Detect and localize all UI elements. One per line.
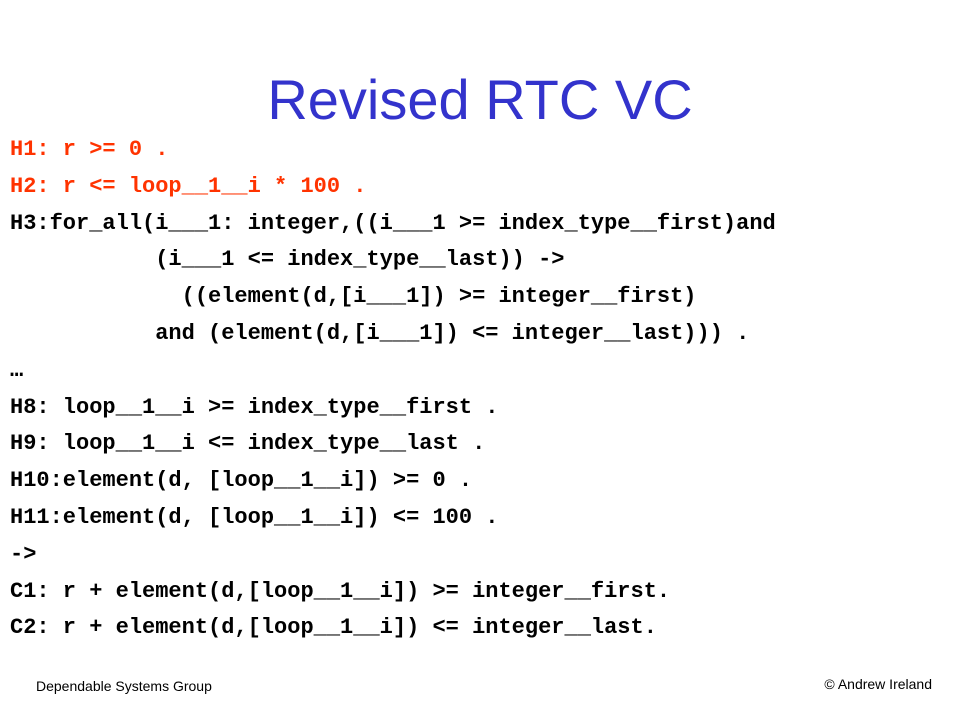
hypothesis-h9: H9: loop__1__i <= index_type__last . (10, 431, 486, 457)
footer-group-name: Dependable Systems Group (36, 678, 212, 694)
hypothesis-h3-line-1: H3:for_all(i___1: integer,((i___1 >= ind… (10, 210, 776, 236)
implies-arrow: -> (10, 541, 37, 567)
hypothesis-h1: H1: r >= 0 . (10, 137, 169, 162)
hypothesis-h3-line-2: (i___1 <= index_type__last)) -> (10, 247, 565, 273)
ellipsis: … (10, 357, 24, 383)
hypothesis-h3-line-4: and (element(d,[i___1]) <= integer__last… (10, 320, 750, 346)
hypothesis-h3-line-3: ((element(d,[i___1]) >= integer__first) (10, 284, 697, 310)
conclusion-c1: C1: r + element(d,[loop__1__i]) >= integ… (10, 578, 671, 604)
hypothesis-h2: H2: r <= loop__1__i * 100 . (10, 173, 367, 199)
hypothesis-h8: H8: loop__1__i >= index_type__first . (10, 394, 499, 420)
footer-copyright: © Andrew Ireland (824, 676, 932, 692)
hypothesis-h10: H10:element(d, [loop__1__i]) >= 0 . (10, 468, 473, 494)
verification-condition-code: H1: r >= 0 . H2: r <= loop__1__i * 100 . H… (10, 132, 776, 647)
slide-title: Revised RTC VC (267, 68, 693, 131)
hypothesis-h11: H11:element(d, [loop__1__i]) <= 100 . (10, 504, 499, 530)
conclusion-c2: C2: r + element(d,[loop__1__i]) <= integ… (10, 615, 657, 641)
